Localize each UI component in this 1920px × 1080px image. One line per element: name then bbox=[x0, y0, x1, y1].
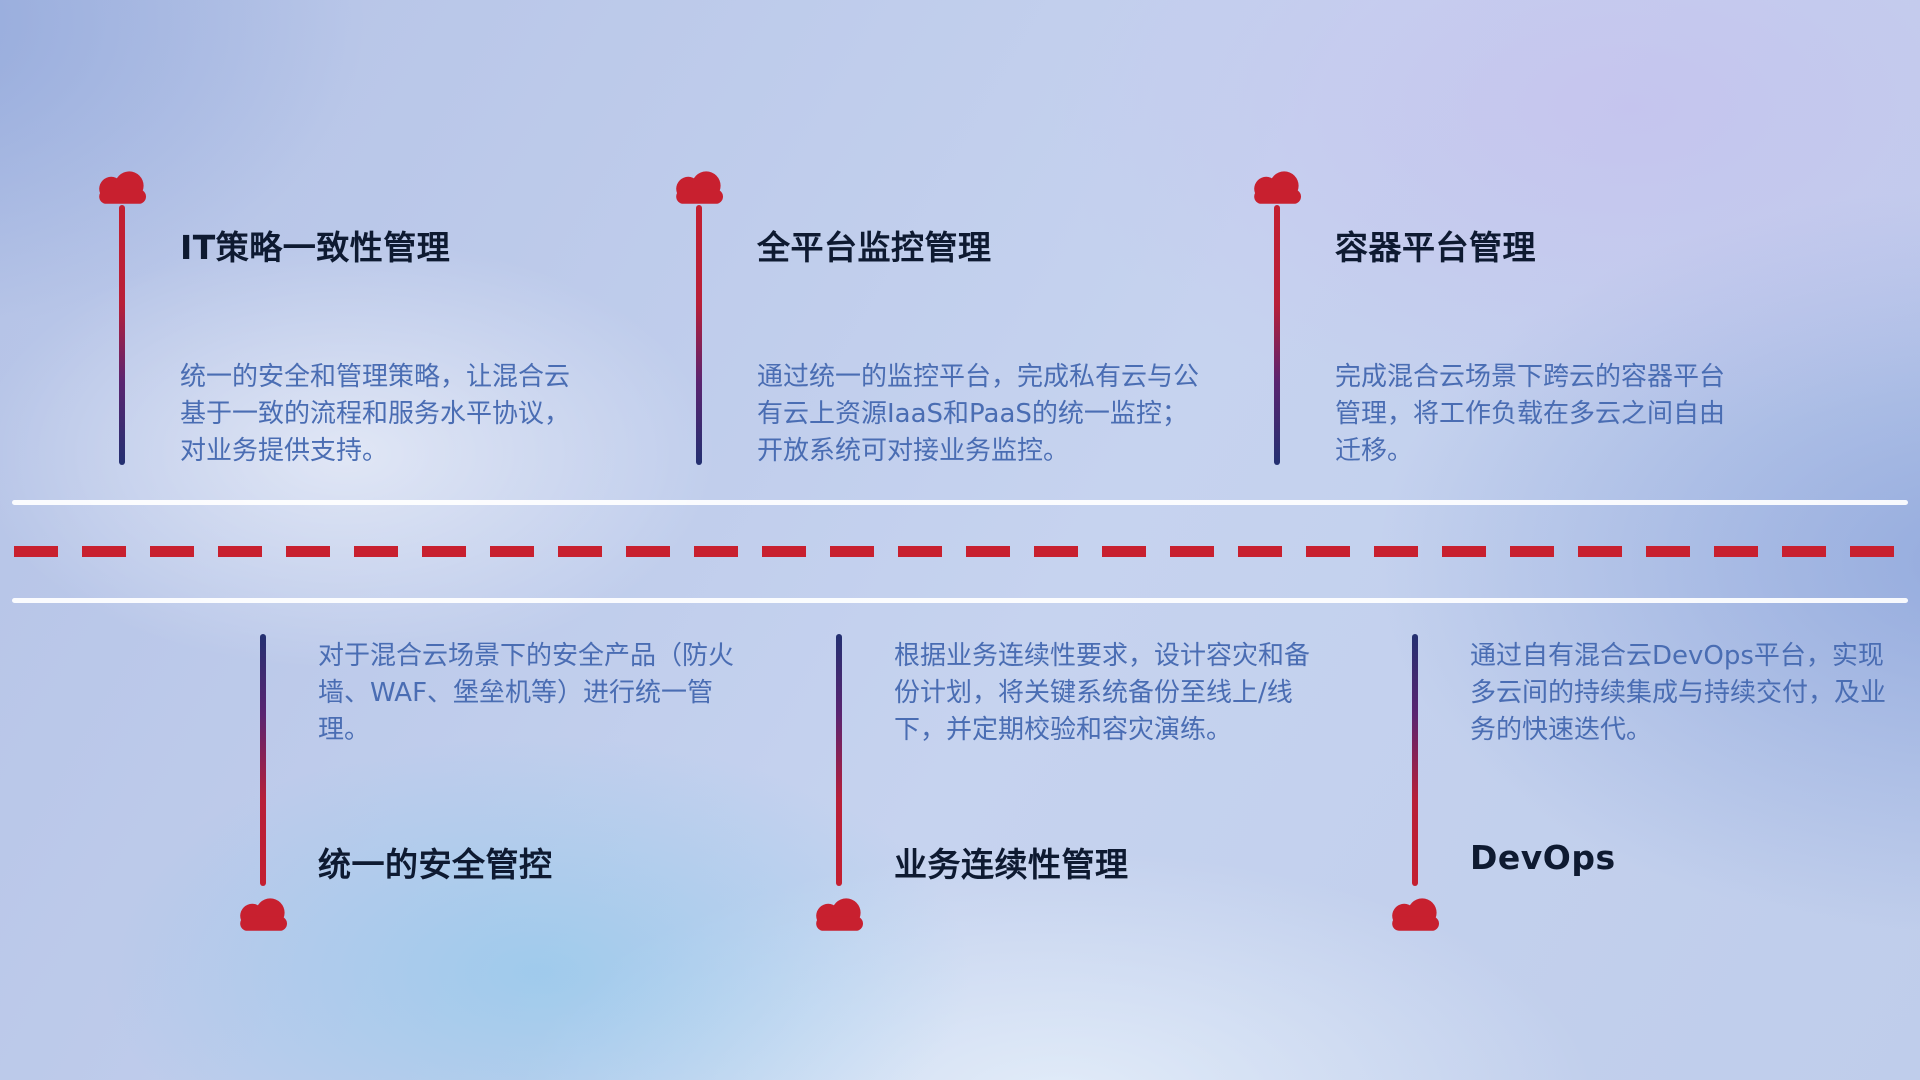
item-title: DevOps bbox=[1470, 838, 1616, 877]
item-description: 通过统一的监控平台，完成私有云与公有云上资源IaaS和PaaS的统一监控；开放系… bbox=[757, 362, 1200, 466]
timeline-stem bbox=[1274, 205, 1280, 465]
item-description: 统一的安全和管理策略，让混合云基于一致的流程和服务水平协议，对业务提供支持。 bbox=[180, 362, 571, 466]
cloud-icon bbox=[1392, 898, 1439, 931]
item-title: 容器平台管理 bbox=[1335, 228, 1536, 267]
timeline-stem bbox=[1412, 634, 1418, 886]
timeline-stem bbox=[119, 205, 125, 465]
cloud-icon bbox=[99, 171, 146, 204]
cloud-icon bbox=[240, 898, 287, 931]
timeline-upper-line bbox=[12, 500, 1908, 505]
item-title: 统一的安全管控 bbox=[318, 845, 553, 884]
cloud-icon bbox=[676, 171, 723, 204]
item-title: 全平台监控管理 bbox=[757, 228, 992, 267]
item-title: IT策略一致性管理 bbox=[180, 228, 451, 267]
timeline-stem bbox=[696, 205, 702, 465]
item-description: 通过自有混合云DevOps平台，实现多云间的持续集成与持续交付，及业务的快速迭代… bbox=[1470, 641, 1887, 745]
cloud-icon bbox=[816, 898, 863, 931]
timeline-stem bbox=[260, 634, 266, 886]
cloud-icon bbox=[1254, 171, 1301, 204]
timeline-lower-line bbox=[12, 598, 1908, 603]
timeline-stem bbox=[836, 634, 842, 886]
timeline-dashed-line bbox=[14, 546, 1908, 557]
item-description: 对于混合云场景下的安全产品（防火墙、WAF、堡垒机等）进行统一管理。 bbox=[318, 641, 735, 745]
item-description: 根据业务连续性要求，设计容灾和备份计划，将关键系统备份至线上/线下，并定期校验和… bbox=[894, 641, 1311, 745]
item-description: 完成混合云场景下跨云的容器平台管理，将工作负载在多云之间自由迁移。 bbox=[1335, 362, 1726, 466]
item-title: 业务连续性管理 bbox=[894, 845, 1129, 884]
